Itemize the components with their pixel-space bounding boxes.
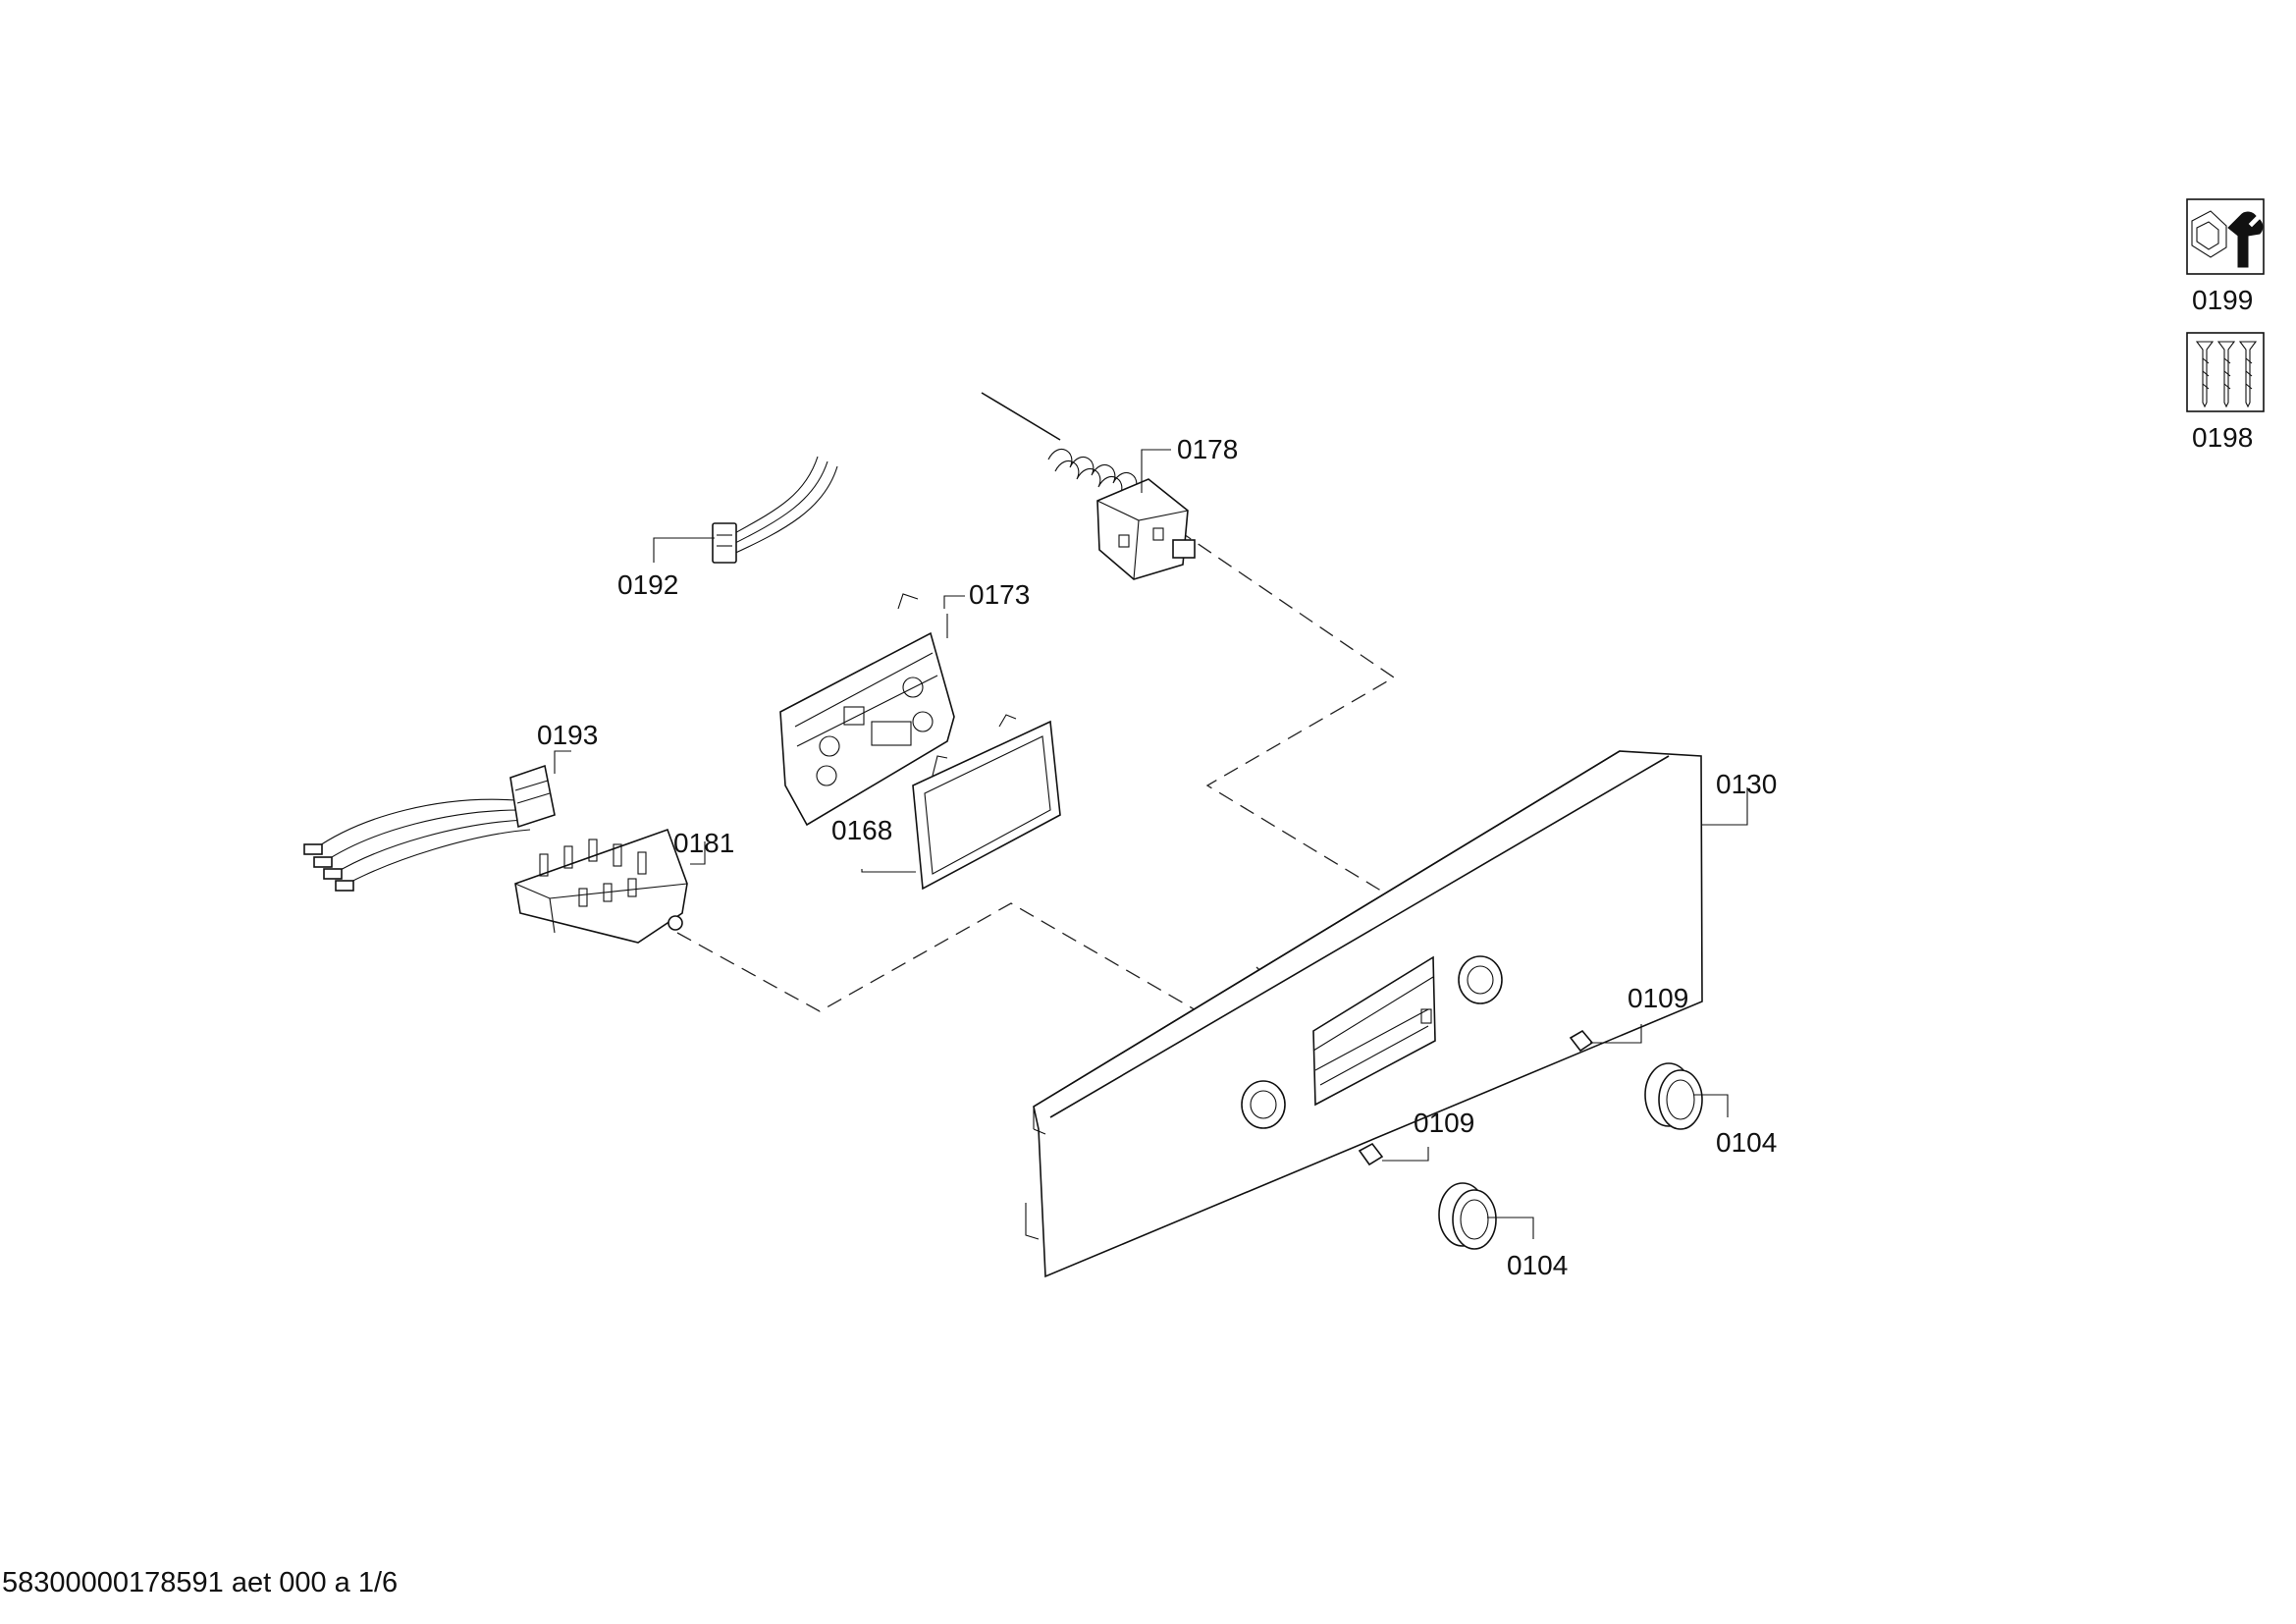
terminal-block — [514, 828, 688, 944]
wire-connector — [712, 456, 838, 564]
thermostat — [981, 392, 1196, 580]
label-0130: 0130 — [1716, 769, 1777, 799]
document-reference: 58300000178591 aet 000 a 1/6 — [2, 1567, 399, 1598]
label-0104-right: 0104 — [1716, 1127, 1777, 1158]
label-0173: 0173 — [969, 579, 1030, 610]
legend-screws — [2186, 332, 2265, 412]
knob-left — [1438, 1182, 1497, 1250]
label-0198: 0198 — [2192, 422, 2253, 453]
label-0181: 0181 — [673, 828, 734, 858]
screws-icon — [2195, 341, 2258, 408]
legend-service-tool — [2186, 198, 2265, 275]
control-panel — [1025, 750, 1703, 1278]
label-0193: 0193 — [537, 720, 598, 750]
part-labels: 0199 0198 0178 0192 0173 0193 0181 0168 … — [537, 285, 2253, 1280]
cable-harness — [303, 764, 556, 892]
leader-lines — [554, 449, 1748, 1239]
label-0109-lower: 0109 — [1414, 1108, 1474, 1138]
label-0104-left: 0104 — [1507, 1250, 1568, 1280]
label-0109-upper: 0109 — [1628, 983, 1688, 1013]
label-0199: 0199 — [2192, 285, 2253, 315]
clip-lower — [1358, 1142, 1384, 1166]
knob-right — [1644, 1062, 1703, 1130]
display-frame — [912, 714, 1061, 891]
label-0192: 0192 — [617, 569, 678, 600]
label-0178: 0178 — [1177, 434, 1238, 464]
label-0168: 0168 — [831, 815, 892, 845]
electronic-module — [779, 593, 955, 827]
